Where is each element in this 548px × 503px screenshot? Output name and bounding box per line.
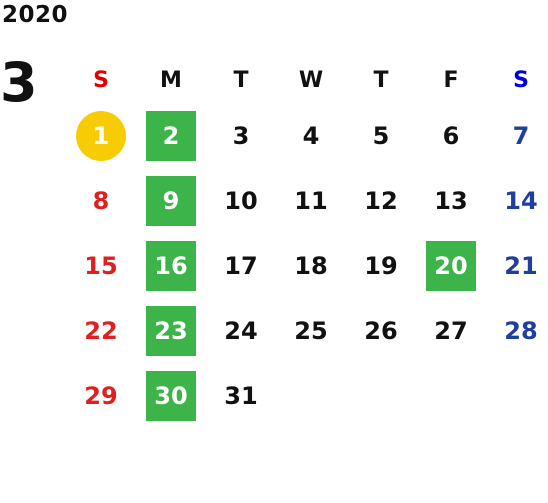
day-number: 24 — [224, 316, 258, 345]
month-label: 3 — [0, 51, 38, 114]
day-number: 7 — [512, 121, 530, 150]
day-number: 6 — [442, 121, 460, 150]
day-cell[interactable]: 29 — [66, 363, 136, 428]
day-number: 8 — [92, 186, 110, 215]
day-number: 13 — [434, 186, 468, 215]
day-cell-empty — [486, 363, 548, 428]
day-number: 22 — [84, 316, 118, 345]
day-cell[interactable]: 23 — [136, 298, 206, 363]
weekday-monday: M — [160, 68, 182, 93]
day-number: 17 — [224, 251, 258, 280]
day-cell[interactable]: 11 — [276, 168, 346, 233]
weekday-sunday: S — [93, 68, 109, 93]
day-cell-empty — [416, 363, 486, 428]
day-cell[interactable]: 1 — [66, 103, 136, 168]
day-number — [356, 371, 406, 421]
day-number: 31 — [224, 381, 258, 410]
day-number: 10 — [224, 186, 258, 215]
day-cell[interactable]: 27 — [416, 298, 486, 363]
day-cell[interactable]: 3 — [206, 103, 276, 168]
day-number — [426, 371, 476, 421]
day-number: 16 — [146, 240, 196, 291]
day-number: 3 — [232, 121, 250, 150]
day-cell[interactable]: 22 — [66, 298, 136, 363]
day-cell[interactable]: 26 — [346, 298, 416, 363]
day-cell[interactable]: 6 — [416, 103, 486, 168]
weekday-saturday: S — [513, 68, 529, 93]
week-row-4: 22 23 24 25 26 27 28 — [66, 298, 548, 363]
day-cell[interactable]: 30 — [136, 363, 206, 428]
day-cell[interactable]: 10 — [206, 168, 276, 233]
week-row-2: 8 9 10 11 12 13 14 — [66, 168, 548, 233]
day-number: 18 — [294, 251, 328, 280]
day-cell[interactable]: 4 — [276, 103, 346, 168]
weekday-friday: F — [443, 68, 459, 93]
day-cell[interactable]: 9 — [136, 168, 206, 233]
weekday-thursday: T — [373, 68, 389, 93]
day-number: 19 — [364, 251, 398, 280]
day-cell[interactable]: 13 — [416, 168, 486, 233]
week-row-5: 29 30 31 — [66, 363, 548, 428]
weekday-wednesday: W — [298, 68, 324, 93]
day-number: 25 — [294, 316, 328, 345]
week-row-1: 1 2 3 4 5 6 7 — [66, 103, 548, 168]
day-number: 30 — [146, 370, 196, 421]
day-number: 12 — [364, 186, 398, 215]
day-cell[interactable]: 25 — [276, 298, 346, 363]
day-cell[interactable]: 16 — [136, 233, 206, 298]
calendar-grid: S M T W T F S 1 2 3 4 5 6 7 8 9 10 11 12… — [66, 58, 548, 428]
day-cell[interactable]: 7 — [486, 103, 548, 168]
day-number — [286, 371, 336, 421]
day-number: 29 — [84, 381, 118, 410]
day-cell[interactable]: 2 — [136, 103, 206, 168]
day-number: 23 — [146, 305, 196, 356]
day-cell[interactable]: 21 — [486, 233, 548, 298]
day-number: 5 — [372, 121, 390, 150]
day-cell[interactable]: 14 — [486, 168, 548, 233]
day-number: 9 — [146, 175, 196, 226]
day-cell[interactable]: 5 — [346, 103, 416, 168]
day-number: 21 — [504, 251, 538, 280]
weekday-header-row: S M T W T F S — [66, 58, 548, 103]
week-row-3: 15 16 17 18 19 20 21 — [66, 233, 548, 298]
year-label: 2020 — [2, 2, 69, 28]
day-cell-empty — [276, 363, 346, 428]
day-number: 11 — [294, 186, 328, 215]
day-number: 26 — [364, 316, 398, 345]
day-number: 4 — [302, 121, 320, 150]
day-cell[interactable]: 15 — [66, 233, 136, 298]
day-cell[interactable]: 19 — [346, 233, 416, 298]
day-cell[interactable]: 18 — [276, 233, 346, 298]
day-number: 28 — [504, 316, 538, 345]
day-cell[interactable]: 28 — [486, 298, 548, 363]
day-number: 2 — [146, 110, 196, 161]
weekday-tuesday: T — [233, 68, 249, 93]
day-cell[interactable]: 24 — [206, 298, 276, 363]
day-cell[interactable]: 31 — [206, 363, 276, 428]
day-number: 15 — [84, 251, 118, 280]
day-number — [496, 371, 546, 421]
day-number: 27 — [434, 316, 468, 345]
day-cell[interactable]: 17 — [206, 233, 276, 298]
day-cell[interactable]: 12 — [346, 168, 416, 233]
day-number: 14 — [504, 186, 538, 215]
day-cell[interactable]: 20 — [416, 233, 486, 298]
day-number: 1 — [76, 110, 126, 161]
day-cell-empty — [346, 363, 416, 428]
day-cell[interactable]: 8 — [66, 168, 136, 233]
day-number: 20 — [426, 240, 476, 291]
